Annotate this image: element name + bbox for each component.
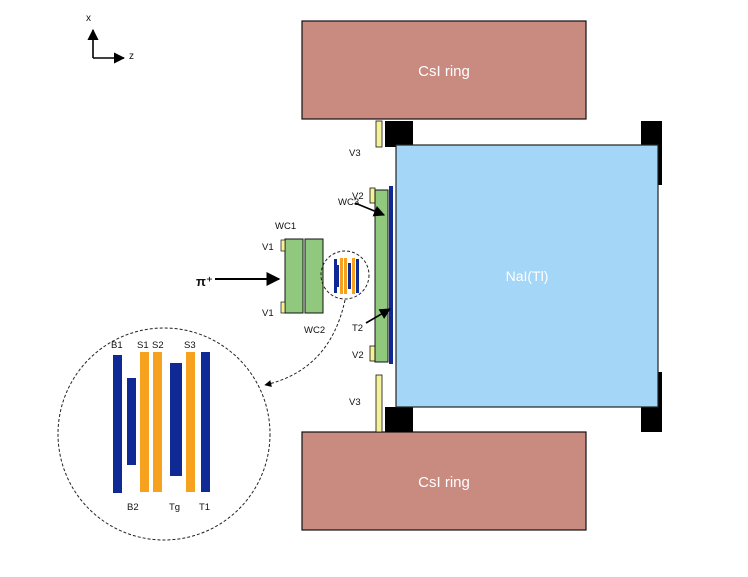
v1-bottom-label: V1 [262,308,274,319]
wire-chamber-wc3 [374,189,389,363]
veto-v3-top [375,120,383,148]
axis-indicator: x z [86,13,134,64]
b2-label: B2 [127,502,139,513]
t2-label: T2 [352,323,363,334]
csi-ring-top-label: CsI ring [418,63,470,80]
nai-crystal-label: NaI(Tl) [506,268,549,284]
tg-label: Tg [169,502,180,513]
t1-label: T1 [199,502,210,513]
inset-magnified-circle [57,327,271,541]
veto-v2-top [369,187,376,204]
wire-chamber-wc2 [304,238,324,314]
support-strip-bottom-right [658,372,662,408]
wire-chamber-wc1 [284,238,304,314]
v1-top-label: V1 [262,242,274,253]
csi-ring-top [301,20,587,120]
wc3-label: WC3 [338,197,359,208]
trigger-t2 [389,186,393,364]
counter-s1 [140,352,149,492]
wc1-label: WC1 [275,221,296,232]
s3-label: S3 [184,340,196,351]
v2-top-label: V2 [352,191,364,202]
wc3-pointer-arrow [354,202,386,217]
counter-s2 [153,352,162,492]
counter-tg [170,363,182,476]
v3-top-label: V3 [349,148,361,159]
counter-b2 [127,378,136,465]
support-block-top-right [641,121,662,148]
counter-s3 [186,352,195,492]
csi-ring-bottom-label: CsI ring [418,474,470,491]
support-block-bottom-left [385,407,413,432]
veto-v1-top [280,239,286,252]
inset-target-stack [113,352,210,493]
counter-b1 [113,355,122,493]
zoom-connector-arrow [264,299,346,387]
nai-crystal [395,144,659,408]
z-axis-label: z [129,51,134,62]
veto-v1-bottom [280,301,286,314]
support-strip-top-right [658,147,662,185]
target-region-circle [320,250,370,300]
support-block-bottom-right [641,407,662,432]
beam-label: π⁺ [196,274,213,289]
v2-bottom-label: V2 [352,350,364,361]
target-stack-small [334,258,359,294]
veto-v2-bottom [369,345,376,362]
csi-ring-bottom [301,431,587,531]
b1-label: B1 [111,340,123,351]
x-axis-label: x [86,13,91,24]
s1-label: S1 [137,340,149,351]
veto-v3-bottom [375,374,383,433]
support-block-top-left [385,121,413,147]
t2-pointer-arrow [365,308,391,324]
counter-t1 [201,352,210,492]
s2-label: S2 [152,340,164,351]
wc2-label: WC2 [304,325,325,336]
v3-bottom-label: V3 [349,397,361,408]
